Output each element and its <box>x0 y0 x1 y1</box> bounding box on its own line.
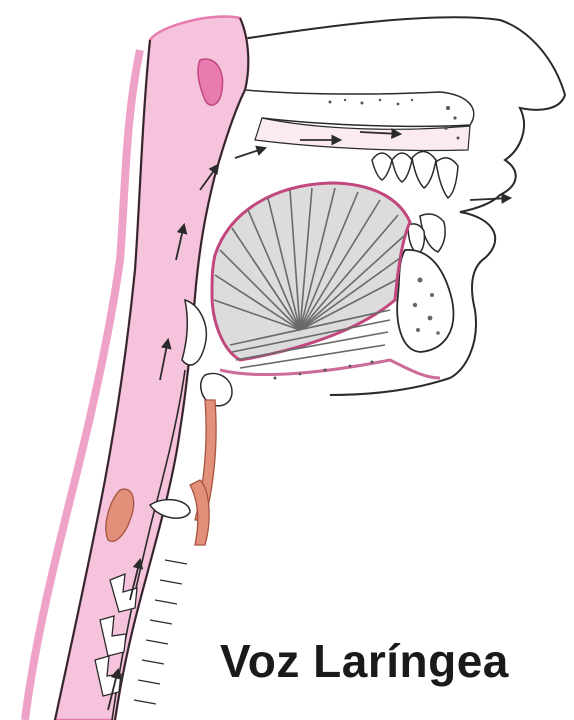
cricoid-cartilage <box>190 480 209 545</box>
floor-texture <box>274 361 374 380</box>
figure-caption: Voz Laríngea <box>220 638 560 684</box>
pharyngeal-tissue <box>55 17 248 720</box>
upper-teeth <box>372 151 458 198</box>
lower-teeth <box>408 214 445 255</box>
floor-of-mouth <box>220 360 440 378</box>
hard-palate <box>255 118 470 151</box>
mandible <box>397 250 453 352</box>
